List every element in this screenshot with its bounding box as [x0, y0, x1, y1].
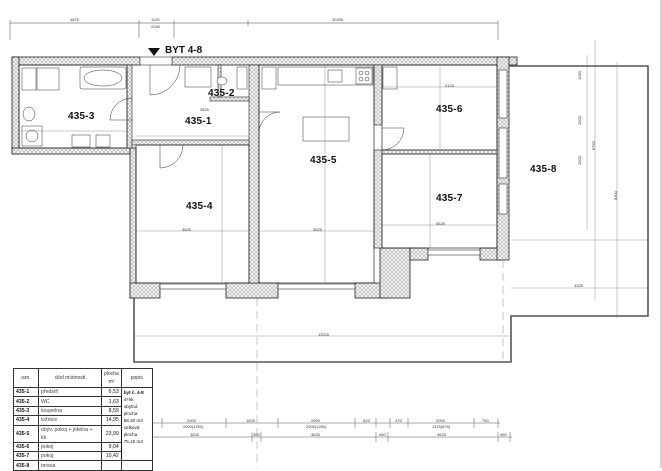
dim-bottom-c: 2500 — [311, 418, 320, 423]
room-area: 23,99 — [101, 424, 122, 443]
dim-bottom-sub-c: 1375(875) — [432, 424, 451, 429]
room-code: 435-3 — [13, 405, 39, 417]
room-legend-table: ozn. účel místnosti plocha m² popis 435-… — [13, 368, 153, 471]
room-label-435-1: 435-1 — [185, 116, 212, 127]
dim-bottom-d: 625 — [363, 418, 370, 423]
living-area-value: 58,40 m2 — [123, 418, 143, 423]
table-row: 435-8 terasa — [13, 460, 153, 471]
dim-right-1: 1050 — [577, 71, 582, 80]
door-swings — [109, 64, 405, 184]
room-use: terasa — [38, 460, 102, 471]
room-use: obýv. pokoj + jídelna + kk — [38, 424, 102, 443]
dim-435-5-width: 3625 — [313, 227, 322, 232]
dim-bottom-row2-e: 3625 — [437, 432, 446, 437]
room-use: pokoj — [38, 450, 102, 462]
legend-header-row: ozn. účel místnosti plocha m² popis — [13, 368, 153, 388]
room-label-435-6: 435-6 — [436, 104, 463, 115]
top-dimension-lines — [9, 20, 499, 40]
dim-right-4: 1500 — [577, 156, 582, 165]
table-row: 435-4 ložnice 14,95 — [13, 415, 153, 426]
legend-empty-cell — [120, 460, 153, 471]
room-outlines — [18, 64, 498, 284]
bathroom-fixtures — [21, 66, 127, 148]
room-code: 435-8 — [13, 460, 39, 471]
legend-header-use: účel místnosti — [38, 368, 102, 388]
room-area: 8,59 — [101, 405, 122, 417]
triangle-down-icon — [148, 48, 160, 56]
dim-top-1: 4875 — [70, 17, 79, 22]
dim-top-3: 2250 — [151, 24, 160, 29]
dim-bottom-a: 2000 — [187, 418, 196, 423]
dim-top-2: 1125 — [151, 17, 160, 22]
room-code: 435-4 — [13, 415, 39, 426]
living-area-label: obytná plocha — [123, 404, 138, 416]
room-area — [101, 460, 122, 471]
exterior-walls — [11, 56, 518, 299]
room-use: koupelna — [38, 405, 102, 417]
dim-435-7-width: 3625 — [436, 221, 445, 226]
room-label-435-7: 435-7 — [436, 193, 463, 204]
room-label-435-3: 435-3 — [68, 111, 95, 122]
terrace-grid-lines — [256, 260, 504, 468]
room-area: 9,04 — [101, 441, 122, 452]
dim-bottom-row2-c: 3625 — [311, 432, 320, 437]
room-dimension-lines — [19, 40, 648, 337]
total-area-value: 75,15 m2 — [123, 439, 143, 444]
room-label-435-5: 435-5 — [310, 155, 337, 166]
total-area-label: celková plocha — [123, 425, 140, 437]
apartment-description: byt č. 4-8 4+kk obytná plocha 58,40 m2 c… — [120, 386, 153, 462]
room-use: pokoj — [38, 441, 102, 452]
legend-header-area: plocha m² — [101, 368, 122, 388]
table-row: 435-1 předsíň 6,53 byt č. 4-8 4+kk obytn… — [13, 386, 153, 462]
bottom-dimension-lines — [140, 418, 512, 442]
dim-bottom-f: 2000 — [436, 418, 445, 423]
legend-header-code: ozn. — [13, 368, 39, 388]
room-label-435-2: 435-2 — [208, 88, 235, 99]
wc-fixtures — [184, 66, 248, 90]
dim-bottom-b: 1625 — [246, 418, 255, 423]
dim-bottom-row2-b: 300 — [253, 432, 260, 437]
room-code: 435-6 — [13, 441, 39, 452]
dim-bottom-g: 750 — [482, 418, 489, 423]
room-area: 1,63 — [101, 396, 122, 407]
dim-435-4-width: 3625 — [182, 227, 191, 232]
room-label-435-4: 435-4 — [186, 201, 213, 212]
dim-435-6-width: 3125 — [445, 83, 454, 88]
room-code: 435-2 — [13, 396, 39, 407]
dim-terrace-right: 4325 — [574, 283, 583, 288]
room-area: 10,42 — [101, 450, 122, 462]
room-use: předsíň — [38, 386, 102, 398]
dim-bottom-sub-b: 2000(1250) — [306, 424, 327, 429]
apartment-desc-title: byt č. 4-8 — [123, 390, 144, 395]
room-use: ložnice — [38, 415, 102, 426]
dim-bottom-e: 475 — [395, 418, 402, 423]
apartment-label: BYT 4-8 — [165, 45, 203, 56]
dim-bottom-row2-d: 450 — [379, 432, 386, 437]
dim-terrace-width: 13200 — [318, 332, 330, 337]
dim-top-4: 10250 — [332, 17, 344, 22]
dim-435-1-width: 3625 — [200, 107, 209, 112]
room-code: 435-7 — [13, 450, 39, 462]
dim-bottom-row2-f: 450 — [500, 432, 507, 437]
room-code: 435-1 — [13, 386, 39, 398]
dim-bottom-row2-a: 3625 — [190, 432, 199, 437]
dim-right-2: 1500 — [577, 116, 582, 125]
apartment-desc-type: 4+kk — [123, 397, 134, 402]
room-area: 6,53 — [101, 386, 122, 398]
room-area: 14,95 — [101, 415, 122, 426]
windows — [139, 56, 508, 290]
dim-right-3: 6750 — [591, 141, 596, 150]
dim-bottom-sub-a: 2000(1250) — [183, 424, 204, 429]
terrace-outline — [133, 65, 649, 363]
dim-right-5: 8300 — [613, 191, 618, 200]
legend-header-desc: popis — [120, 368, 153, 388]
room-label-435-8: 435-8 — [530, 164, 557, 175]
room-use: WC — [38, 396, 102, 407]
room-code: 435-5 — [13, 424, 39, 443]
kitchen-fixtures — [261, 66, 398, 142]
